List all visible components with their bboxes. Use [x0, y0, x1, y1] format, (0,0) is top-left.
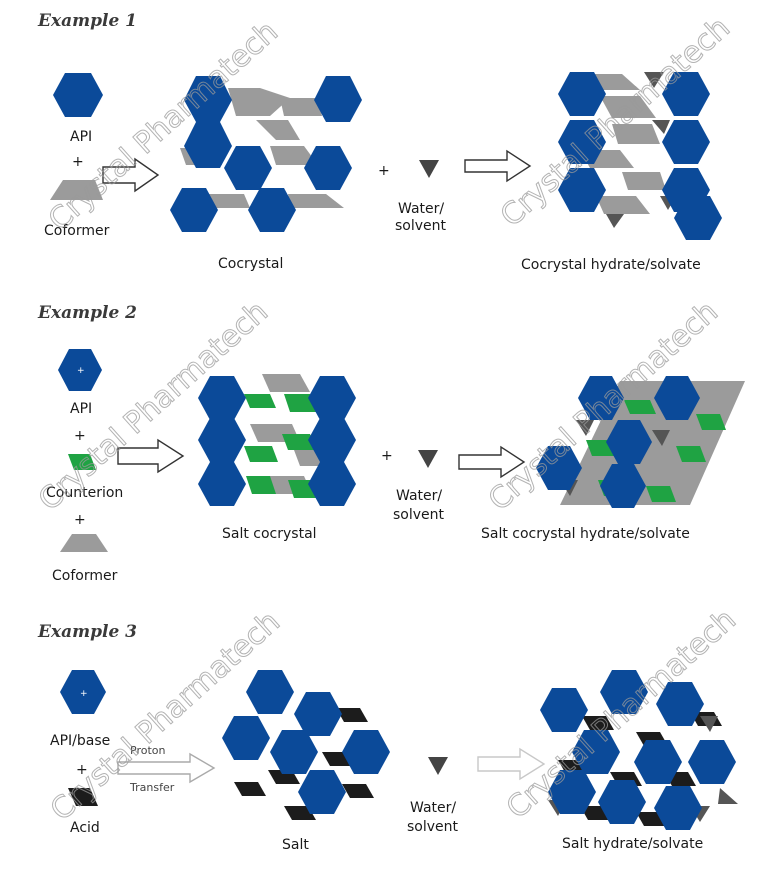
cocrystal-label: Cocrystal [218, 256, 283, 272]
reaction-arrow-light [477, 747, 546, 781]
plus-sign-3: + [381, 448, 393, 464]
acid-parallelogram-icon [68, 788, 98, 806]
coformer-trapezoid-icon [50, 180, 103, 200]
salt-cocrystal-lattice [198, 374, 356, 506]
api-label: API [70, 129, 92, 145]
salt-cocrystal-hydrate-label: Salt cocrystal hydrate/solvate [481, 526, 690, 542]
reaction-arrow-2 [464, 149, 532, 183]
reaction-arrow [117, 438, 185, 474]
arrow-label-transfer: Transfer [129, 781, 175, 794]
cocrystal-hydrate-lattice [558, 72, 722, 240]
water-label-line-2: solvent [407, 819, 459, 835]
api-base-label: API/base [50, 733, 110, 749]
example-2-title: Example 2 [37, 303, 137, 323]
plus-sign-2: + [74, 512, 86, 528]
cocrystal-hydrate-label: Cocrystal hydrate/solvate [521, 257, 701, 273]
proton-transfer-arrow [117, 752, 216, 784]
salt-label: Salt [282, 837, 309, 853]
plus-sign: + [76, 762, 88, 778]
water-triangle-icon [418, 450, 438, 468]
api-hexagon-icon [58, 349, 102, 391]
salt-cocrystal-hydrate-lattice [536, 376, 745, 508]
api-hexagon-icon [53, 73, 103, 117]
reaction-arrow [102, 157, 160, 193]
water-triangle-icon [419, 160, 439, 178]
salt-lattice [222, 670, 390, 820]
example-1-title: Example 1 [37, 11, 137, 31]
api-label: API [70, 401, 92, 417]
coformer-label: Coformer [44, 223, 110, 239]
water-label-line-2: solvent [395, 218, 447, 234]
reaction-arrow-2 [458, 445, 526, 479]
salt-hydrate-label: Salt hydrate/solvate [562, 836, 703, 852]
arrow-label-proton: Proton [130, 744, 165, 757]
salt-hydrate-lattice [540, 670, 738, 830]
counterion-label: Counterion [46, 485, 123, 501]
positive-charge-icon: + [77, 366, 85, 376]
water-triangle-icon [428, 757, 448, 775]
water-label-line-1: Water/ [410, 800, 456, 816]
plus-sign-2: + [378, 163, 390, 179]
coformer-trapezoid-icon [60, 534, 108, 552]
water-label-line-2: solvent [393, 507, 445, 523]
example-3: Example 3 + API/base + Acid Proton Trans… [37, 622, 738, 853]
example-3-title: Example 3 [37, 622, 137, 642]
water-label-line-1: Water/ [396, 488, 442, 504]
coformer-label: Coformer [52, 568, 118, 584]
water-label-line-1: Water/ [398, 201, 444, 217]
counterion-parallelogram-icon [68, 454, 96, 470]
positive-charge-icon: + [80, 689, 88, 699]
plus-sign: + [72, 154, 84, 170]
cocrystal-lattice [170, 76, 362, 232]
acid-label: Acid [70, 820, 100, 836]
example-2: Example 2 + API + Counterion + Coformer [37, 303, 745, 584]
salt-cocrystal-label: Salt cocrystal [222, 526, 317, 542]
plus-sign: + [74, 428, 86, 444]
api-hexagon-icon [60, 670, 106, 714]
example-1: Example 1 API + Coformer Cocrystal + Wat… [37, 11, 722, 273]
